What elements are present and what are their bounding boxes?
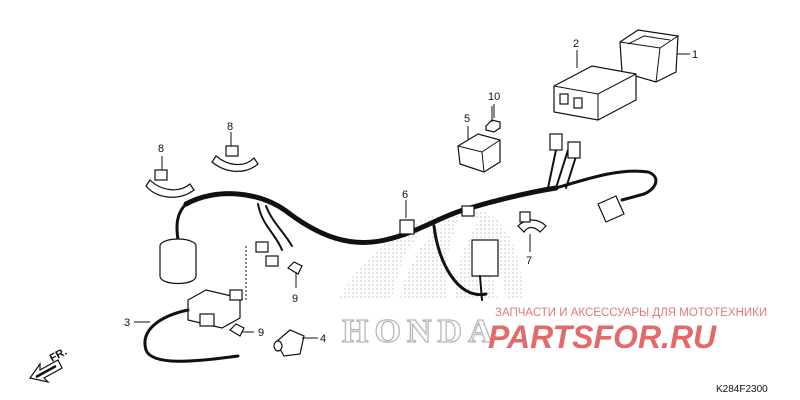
store-brand: PARTSFOR.RU — [488, 319, 717, 355]
callout-3: 3 — [124, 317, 130, 329]
store-tagline: ЗАПЧАСТИ И АКСЕССУАРЫ ДЛЯ МОТОТЕХНИКИ — [495, 307, 767, 319]
front-arrow-icon — [28, 359, 63, 384]
front-direction-label: FR. — [48, 346, 69, 365]
honda-wordmark: HONDA — [342, 313, 499, 350]
part-7-clamp — [517, 211, 547, 233]
callout-4: 4 — [320, 333, 326, 345]
part-3-ignition-coil — [143, 244, 247, 363]
part-9-screw-upper — [287, 261, 303, 288]
callout-1: 1 — [692, 49, 698, 61]
callout-5: 5 — [464, 113, 470, 125]
part-6-wire-harness — [175, 133, 658, 301]
callout-8a: 8 — [158, 143, 164, 155]
part-9-screw-lower — [229, 323, 254, 337]
callout-9b: 9 — [258, 327, 264, 339]
part-4-plug-cap — [273, 329, 305, 357]
callout-7: 7 — [526, 255, 532, 267]
part-2-cdi-unit — [553, 65, 637, 121]
diagram-code: K284F2300 — [716, 384, 768, 395]
callout-10: 10 — [488, 91, 500, 103]
part-8-clamp-right — [211, 145, 259, 172]
part-5-relay — [457, 133, 501, 173]
part-10-bolt — [485, 106, 501, 133]
callout-2: 2 — [573, 38, 579, 50]
harness-cover — [159, 238, 197, 285]
callout-6: 6 — [402, 189, 408, 201]
callout-9a: 9 — [292, 293, 298, 305]
part-8-clamp-left — [145, 169, 195, 198]
part-1-boot — [619, 29, 679, 83]
callout-8b: 8 — [227, 121, 233, 133]
